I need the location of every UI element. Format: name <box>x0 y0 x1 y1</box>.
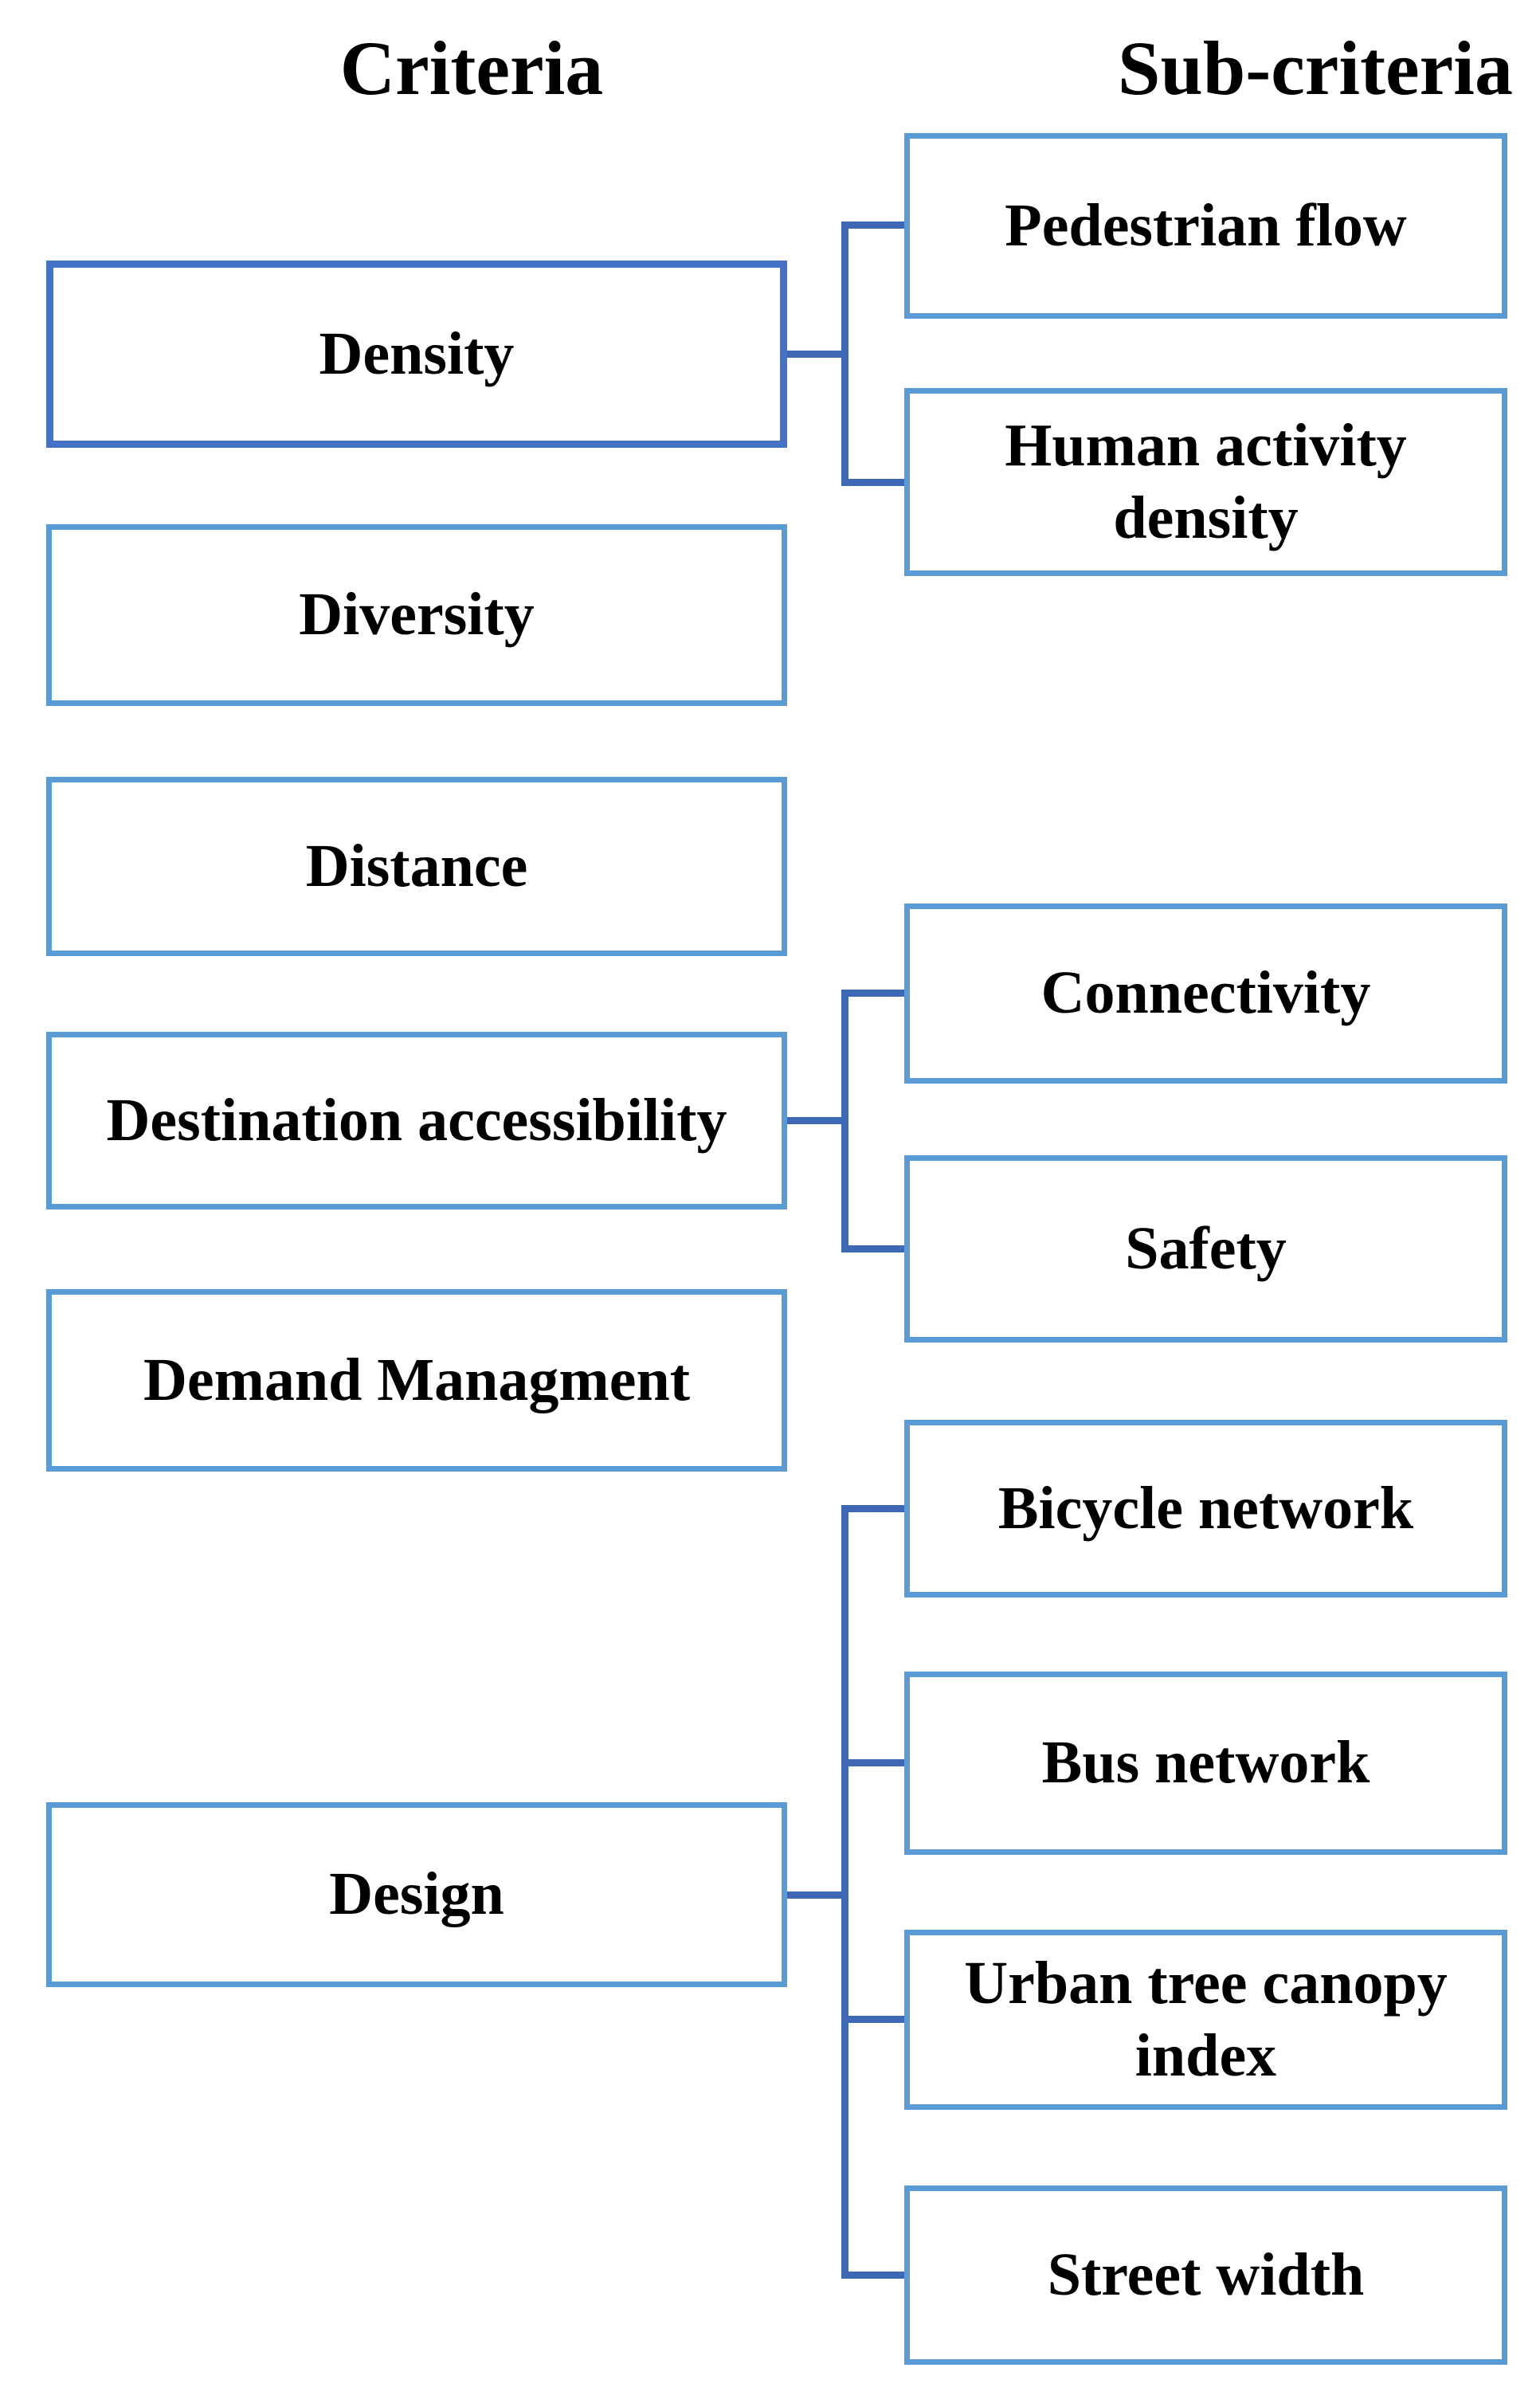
connector-destination-accessibility-to-safety <box>844 1245 904 1252</box>
criteria-box-destination-accessibility-label: Destination accessibility <box>106 1086 727 1154</box>
connector-destination-accessibility-main <box>787 1117 848 1124</box>
subcriteria-box-bicycle-network-label: Bicycle network <box>997 1474 1414 1542</box>
connector-density-to-human-activity-density <box>844 479 904 486</box>
criteria-box-diversity: Diversity <box>46 524 787 706</box>
criteria-box-distance-label: Distance <box>305 832 528 900</box>
connector-design-vertical <box>841 1505 848 2279</box>
subcriteria-box-human-activity-density: Human activity density <box>904 388 1507 576</box>
subcriteria-box-bus-network: Bus network <box>904 1672 1507 1855</box>
connector-destination-accessibility-to-connectivity <box>844 990 904 997</box>
subcriteria-box-urban-tree-canopy-index: Urban tree canopy index <box>904 1930 1507 2110</box>
connector-destination-accessibility-vertical <box>841 990 848 1252</box>
column-title-sub-criteria: Sub-criteria <box>1118 25 1513 111</box>
connector-design-to-street-width <box>844 2272 904 2279</box>
connector-density-vertical <box>841 221 848 486</box>
connector-design-to-urban-tree-canopy-index <box>844 2016 904 2023</box>
subcriteria-box-bicycle-network: Bicycle network <box>904 1420 1507 1597</box>
subcriteria-box-pedestrian-flow-label: Pedestrian flow <box>1005 191 1407 259</box>
connector-design-to-bus-network <box>844 1759 904 1766</box>
subcriteria-box-safety: Safety <box>904 1155 1507 1343</box>
subcriteria-box-urban-tree-canopy-index-label: Urban tree canopy index <box>964 1949 1448 2089</box>
criteria-box-diversity-label: Diversity <box>299 581 535 649</box>
subcriteria-box-connectivity-label: Connectivity <box>1040 959 1371 1027</box>
subcriteria-box-safety-label: Safety <box>1125 1214 1287 1282</box>
criteria-box-destination-accessibility: Destination accessibility <box>46 1032 787 1209</box>
subcriteria-box-bus-network-label: Bus network <box>1041 1729 1370 1797</box>
subcriteria-box-connectivity: Connectivity <box>904 904 1507 1084</box>
connector-density-main <box>787 351 848 358</box>
subcriteria-box-street-width: Street width <box>904 2185 1507 2365</box>
criteria-box-design: Design <box>46 1802 787 1987</box>
column-title-criteria: Criteria <box>339 25 604 111</box>
subcriteria-box-street-width-label: Street width <box>1047 2240 1365 2308</box>
connector-design-to-bicycle-network <box>844 1505 904 1512</box>
criteria-box-demand-managment-label: Demand Managment <box>143 1346 691 1413</box>
criteria-box-density: Density <box>46 261 787 448</box>
criteria-box-demand-managment: Demand Managment <box>46 1289 787 1472</box>
criteria-box-design-label: Design <box>329 1860 504 1928</box>
connector-density-to-pedestrian-flow <box>844 221 904 229</box>
subcriteria-box-human-activity-density-label: Human activity density <box>1005 411 1407 551</box>
connector-design-main <box>787 1891 848 1899</box>
criteria-box-distance: Distance <box>46 777 787 956</box>
criteria-box-density-label: Density <box>319 319 515 387</box>
subcriteria-box-pedestrian-flow: Pedestrian flow <box>904 133 1507 319</box>
